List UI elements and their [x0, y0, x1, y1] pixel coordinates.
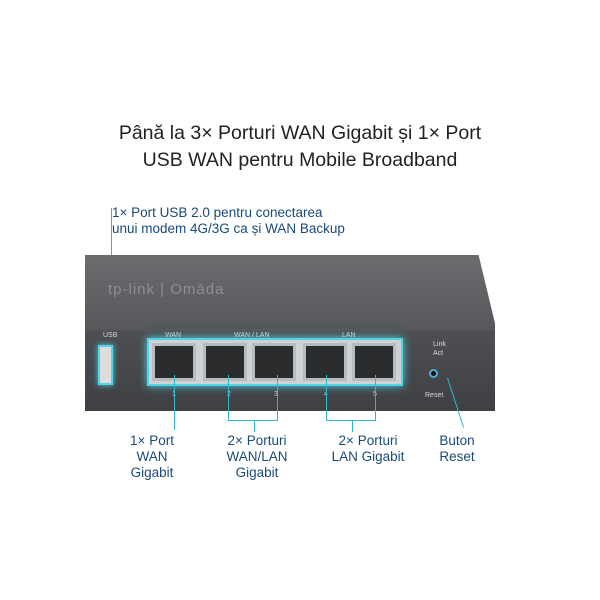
router-top — [85, 255, 495, 331]
callout-reset: Buton Reset — [422, 433, 492, 465]
port-number: 5 — [373, 391, 377, 398]
brand-logo: tp-link | Omāda — [108, 281, 225, 298]
act-label: Act — [433, 350, 444, 357]
callout-line — [277, 375, 278, 420]
lan-label: LAN — [342, 332, 356, 339]
callout-line: 1× Port USB 2.0 pentru conectarea — [112, 205, 323, 220]
port-number: 4 — [324, 391, 328, 398]
wan-label: WAN — [165, 332, 182, 339]
usb-label: USB — [103, 332, 118, 339]
callout-text: Reset — [439, 449, 475, 464]
callout-line — [375, 375, 376, 420]
wanlan-label: WAN / LAN — [234, 332, 270, 339]
ethernet-port-1 — [152, 343, 196, 381]
callout-text: 1× Port — [130, 433, 174, 448]
reset-label: Reset — [425, 392, 444, 399]
callout-text: Buton — [439, 433, 475, 448]
callout-line — [228, 420, 278, 421]
callout-wanlan: 2× Porturi WAN/LAN Gigabit — [212, 433, 302, 481]
headline: Până la 3× Porturi WAN Gigabit și 1× Por… — [0, 120, 600, 174]
callout-line — [326, 375, 327, 420]
callout-line — [254, 420, 255, 432]
callout-wan: 1× Port WAN Gigabit — [112, 433, 192, 481]
link-label: Link — [433, 341, 446, 348]
callout-line: unui modem 4G/3G ca și WAN Backup — [112, 221, 345, 236]
headline-line: USB WAN pentru Mobile Broadband — [142, 149, 458, 171]
callout-line — [326, 420, 376, 421]
callout-text: LAN Gigabit — [331, 449, 405, 464]
ethernet-port-2 — [203, 343, 247, 381]
ethernet-port-3 — [252, 343, 296, 381]
callout-line — [352, 420, 353, 432]
usb-port — [98, 345, 113, 385]
ethernet-port-5 — [352, 343, 396, 381]
callout-line — [228, 375, 229, 420]
callout-text: WAN — [136, 449, 168, 464]
callout-line — [174, 375, 175, 430]
callout-text: Gigabit — [130, 465, 174, 480]
usb-callout: 1× Port USB 2.0 pentru conectarea unui m… — [112, 205, 345, 237]
headline-line: Până la 3× Porturi WAN Gigabit și 1× Por… — [118, 122, 482, 144]
port-number: 3 — [274, 391, 278, 398]
reset-button — [429, 369, 438, 378]
callout-lan: 2× Porturi LAN Gigabit — [318, 433, 418, 465]
callout-text: Gigabit — [235, 465, 279, 480]
callout-text: 2× Porturi — [338, 433, 398, 448]
callout-text: WAN/LAN — [226, 449, 288, 464]
callout-text: 2× Porturi — [227, 433, 287, 448]
ethernet-port-4 — [303, 343, 347, 381]
port-number: 1 — [172, 391, 176, 398]
